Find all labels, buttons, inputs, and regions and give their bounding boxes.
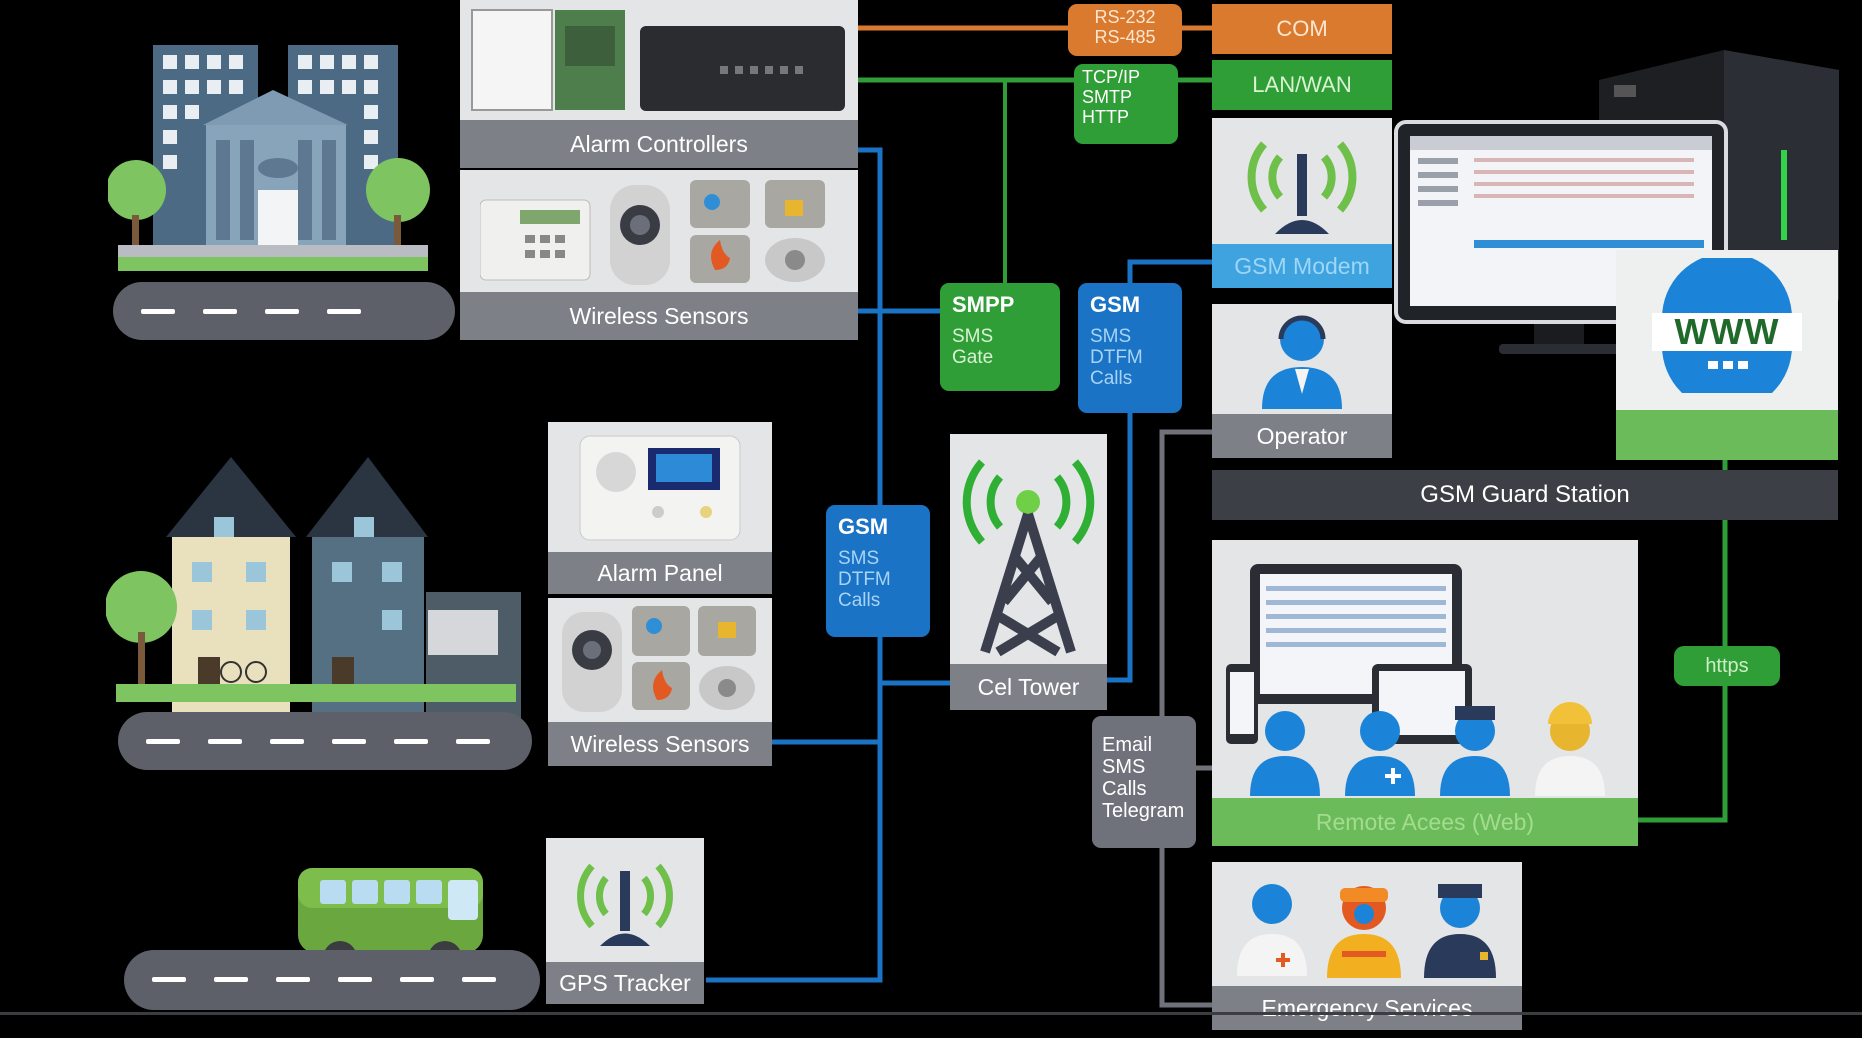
road-lane-dash	[146, 739, 180, 744]
http-text: HTTP	[1082, 106, 1129, 127]
remote-access-label: Remote Acees (Web)	[1212, 798, 1638, 846]
wireless-sensors-top-card: Wireless Sensors	[460, 170, 858, 340]
alarm-controller-icon	[471, 9, 845, 111]
operator-icon	[1262, 315, 1342, 409]
road-lane-dash	[208, 739, 242, 744]
smpp-tag: SMPP SMS Gate	[940, 283, 1060, 391]
gsm-left-title: GSM	[838, 514, 889, 539]
gps-tracker-card: GPS Tracker	[546, 838, 704, 1004]
rs-232-text: RS-232	[1094, 7, 1156, 27]
emergency-services-label: Emergency Services	[1212, 986, 1522, 1030]
gsm-modem-label: GSM Modem	[1212, 244, 1392, 288]
alarm-controllers-card: Alarm Controllers	[460, 0, 858, 168]
road-lane-dash	[462, 977, 496, 982]
office-building-icon	[108, 45, 430, 271]
gps-antenna-icon	[577, 863, 673, 946]
remote-access-card: Remote Acees (Web)	[1212, 540, 1638, 846]
camera-sensor-icon	[562, 606, 756, 712]
keypad-icon	[480, 180, 825, 285]
road-lane-dash	[270, 739, 304, 744]
wireless-sensors-mid-label: Wireless Sensors	[548, 722, 772, 766]
notify-tag: Email SMS Calls Telegram	[1092, 716, 1196, 848]
alarm-controllers-label: Alarm Controllers	[460, 120, 858, 168]
com-tag: COM	[1212, 4, 1392, 54]
gsm-guard-station-label: GSM Guard Station	[1212, 470, 1838, 520]
road-lane-dash	[276, 977, 310, 982]
operator-label: Operator	[1212, 414, 1392, 458]
road-lane-dash	[214, 977, 248, 982]
gsm-left-dtfm-text: DTFM	[838, 569, 891, 591]
notify-telegram-text: Telegram	[1102, 800, 1185, 822]
houses-icon	[106, 457, 521, 722]
operator-card: Operator	[1212, 304, 1392, 458]
notify-sms-text: SMS	[1102, 756, 1146, 778]
smpp-title: SMPP	[952, 292, 1015, 317]
gsm-right-dtfm-text: DTFM	[1090, 347, 1143, 369]
rs-tag: RS-232 RS-485	[1068, 4, 1182, 56]
gsm-left-tag: GSM SMS DTFM Calls	[826, 505, 930, 637]
gsm-modem-card: GSM Modem	[1212, 118, 1392, 288]
emergency-services-card: Emergency Services	[1212, 862, 1522, 1030]
www-label: WWW	[1674, 311, 1780, 352]
cel-tower-label: Cel Tower	[950, 664, 1107, 710]
gsm-right-title: GSM	[1090, 292, 1141, 317]
gsm-right-calls-text: Calls	[1090, 367, 1133, 389]
road-lane-dash	[152, 977, 186, 982]
gps-tracker-label: GPS Tracker	[546, 962, 704, 1004]
tower-gsm-link	[1107, 412, 1133, 683]
wireless-sensors-top-label: Wireless Sensors	[460, 292, 858, 340]
road-lane-dash	[327, 309, 361, 314]
gsm-left-sms-text: SMS	[838, 548, 880, 570]
gsm-right-sms-text: SMS	[1090, 326, 1132, 348]
notify-email-text: Email	[1102, 734, 1153, 756]
lan-wan-tag: LAN/WAN	[1212, 60, 1392, 110]
gsm-left-calls-text: Calls	[838, 589, 881, 611]
rs-485-text: RS-485	[1094, 26, 1156, 47]
bottom-divider	[0, 1012, 1862, 1015]
road-lane-dash	[400, 977, 434, 982]
smpp-gate-text: Gate	[952, 347, 994, 369]
www-card: WWW	[1616, 250, 1838, 460]
notify-calls-text: Calls	[1102, 778, 1147, 800]
https-link-line	[1638, 460, 1728, 823]
www-bar	[1616, 410, 1838, 460]
alarm-panel-icon	[579, 435, 741, 541]
gsm-antenna-icon	[1247, 141, 1357, 234]
gsm-right-tag: GSM SMS DTFM Calls	[1078, 283, 1182, 413]
road-lane-dash	[456, 739, 490, 744]
tcp-ip-text: TCP/IP	[1082, 67, 1141, 87]
road-lane-dash	[338, 977, 372, 982]
cel-tower-card: Cel Tower	[950, 434, 1107, 710]
smtp-text: SMTP	[1082, 86, 1133, 107]
smpp-sms-text: SMS	[952, 326, 994, 348]
wireless-sensors-mid-card: Wireless Sensors	[548, 598, 772, 766]
bus-icon	[298, 868, 483, 975]
gsm-modem-link	[1127, 259, 1212, 283]
tcp-tag: TCP/IP SMTP HTTP	[1074, 64, 1178, 144]
road-lane-dash	[332, 739, 366, 744]
www-globe-icon	[1652, 258, 1802, 393]
road-lane-dash	[265, 309, 299, 314]
remote-users-icon	[1226, 564, 1605, 796]
road-lane-dash	[141, 309, 175, 314]
alarm-panel-label: Alarm Panel	[548, 552, 772, 594]
https-tag: https	[1674, 646, 1780, 686]
alarm-panel-card: Alarm Panel	[548, 422, 772, 594]
cell-tower-icon	[962, 459, 1095, 657]
road-lane-dash	[394, 739, 428, 744]
emergency-services-icon	[1237, 884, 1496, 978]
road-lane-dash	[203, 309, 237, 314]
